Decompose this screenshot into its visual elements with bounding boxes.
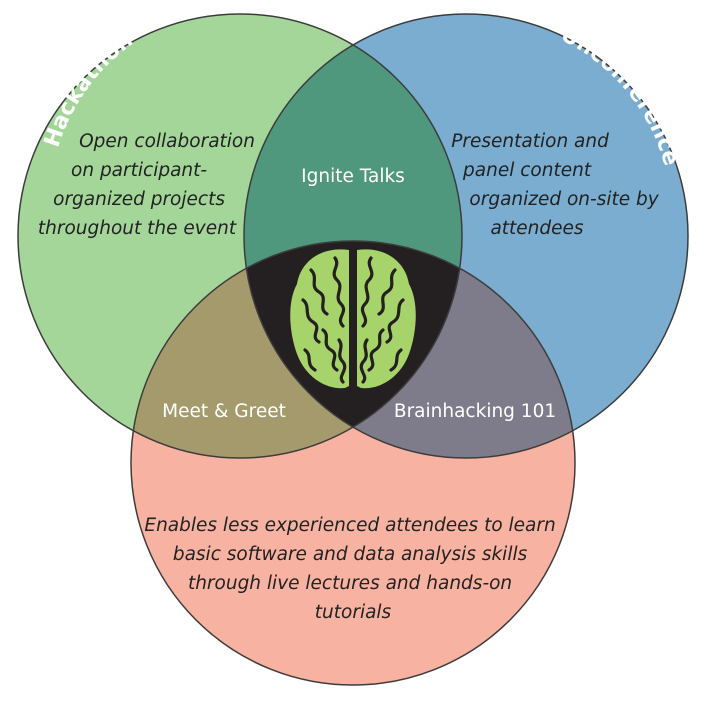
educational-description: Enables less experienced attendees to le…	[144, 515, 561, 623]
hackathon-description: Open collaboration on participant- organ…	[38, 131, 261, 239]
circle-outlines	[17, 13, 689, 686]
meet-greet-label: Meet & Greet	[162, 401, 286, 422]
educational-title: Educational	[282, 687, 429, 709]
brainhacking-label: Brainhacking 101	[394, 401, 556, 422]
brain-icon	[290, 249, 416, 389]
ignite-talks-label: Ignite Talks	[301, 166, 405, 187]
unconference-description: Presentation and panel content organized…	[451, 131, 664, 239]
brainhacking-region	[244, 241, 575, 458]
meet-greet-region	[131, 241, 462, 458]
